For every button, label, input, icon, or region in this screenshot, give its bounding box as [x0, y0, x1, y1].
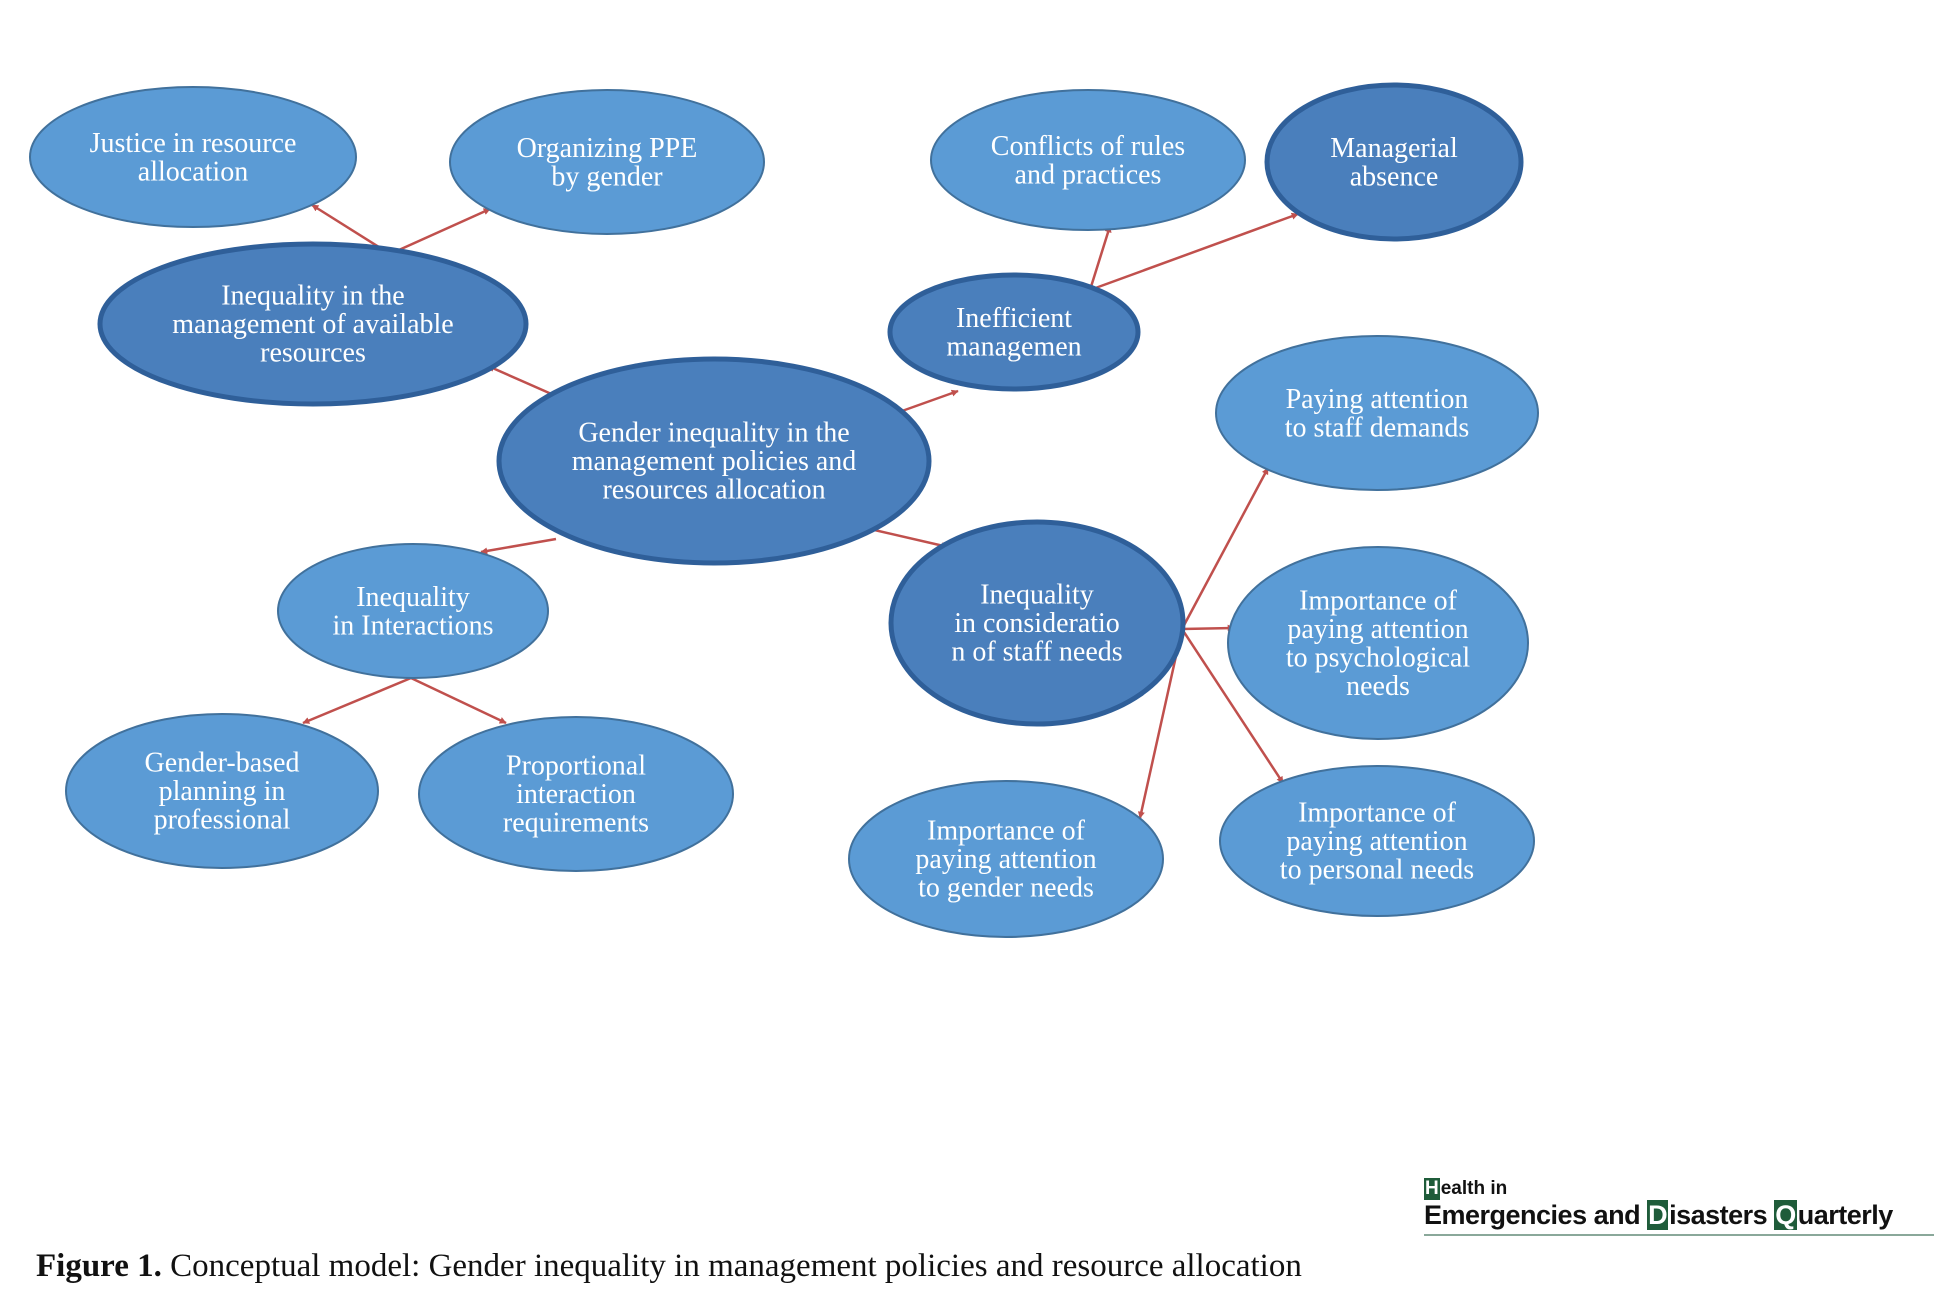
logo-rule	[1424, 1234, 1934, 1236]
arrow-staffneeds-to-psych	[1181, 624, 1235, 632]
node-proportional-label-line: Proportional	[506, 751, 646, 782]
arrow-interactions-to-proportional	[410, 676, 507, 725]
node-conflicts-shape	[930, 89, 1246, 231]
node-gender-shape	[848, 780, 1164, 938]
node-gender-label-line: paying attention	[915, 844, 1096, 875]
arrow-resources-to-ppe	[389, 207, 491, 256]
node-absence-label-line: absence	[1350, 161, 1439, 192]
node-planning-label-line: Gender-based	[145, 748, 300, 779]
node-interactions-label-line: in Interactions	[333, 610, 494, 641]
node-psych-shape	[1227, 546, 1529, 740]
arrow-inefficient-to-absence	[1089, 212, 1299, 292]
node-center-label-line: Gender inequality in the	[578, 418, 849, 449]
node-demands-label-line: Paying attention	[1286, 384, 1469, 415]
node-inefficient-label-line: Inefficient	[956, 303, 1072, 334]
node-demands-label-line: to staff demands	[1285, 412, 1470, 443]
node-staffneeds-shape	[888, 519, 1186, 727]
node-inefficient-label-line: managemen	[946, 331, 1081, 362]
node-ppe-label-line: Organizing PPE	[517, 133, 698, 164]
node-staffneeds-label-line: in consideratio	[954, 608, 1120, 639]
node-personal-label-line: Importance of	[1298, 798, 1456, 829]
node-demands-shape	[1215, 335, 1539, 491]
figure-caption: Figure 1. Conceptual model: Gender inequ…	[36, 1248, 1302, 1285]
edges-layer	[302, 203, 1299, 819]
node-justice-shape	[29, 86, 357, 228]
node-center-label-line: management policies and	[572, 446, 857, 477]
node-conflicts-label-line: and practices	[1015, 159, 1162, 190]
node-proportional-shape	[418, 716, 734, 872]
node-planning-label-line: planning in	[159, 776, 286, 807]
logo-text-c: uarterly	[1797, 1200, 1894, 1230]
node-interactions-shape	[277, 543, 549, 679]
node-resources-label-line: Inequality in the	[221, 281, 405, 312]
logo-line-2: Emergencies and Disasters Quarterly	[1424, 1200, 1934, 1230]
node-proportional-label-line: interaction	[516, 779, 636, 810]
node-psych-label-line: paying attention	[1287, 614, 1468, 645]
node-personal-label-line: paying attention	[1286, 826, 1467, 857]
arrow-center-to-staffneeds	[869, 527, 949, 549]
node-ppe-label-line: by gender	[551, 161, 663, 192]
logo-text-b: isasters	[1669, 1200, 1775, 1230]
arrow-center-to-inefficient	[901, 389, 959, 413]
node-resources-label-line: resources	[260, 338, 366, 369]
logo-cap-d: D	[1647, 1200, 1669, 1230]
node-resources-shape	[97, 241, 529, 407]
node-staffneeds-label-line: n of staff needs	[951, 637, 1122, 668]
node-center-label-line: resources allocation	[602, 475, 825, 506]
figure-label: Figure 1.	[36, 1248, 162, 1284]
node-psych-label-line: Importance of	[1299, 585, 1457, 616]
node-psych-label-line: to psychological	[1286, 642, 1471, 673]
logo-line-1-rest: ealth in	[1440, 1178, 1508, 1199]
node-proportional-label-line: requirements	[503, 808, 649, 839]
figure-caption-text: Conceptual model: Gender inequality in m…	[170, 1248, 1302, 1284]
node-center-shape	[496, 356, 932, 566]
node-inefficient-shape	[887, 272, 1141, 392]
logo-text-a: Emergencies and	[1424, 1200, 1648, 1230]
arrow-staffneeds-to-demands	[1180, 467, 1270, 630]
node-psych-label-line: needs	[1346, 671, 1410, 702]
node-gender-label-line: Importance of	[927, 816, 1085, 847]
node-planning-shape	[65, 713, 379, 869]
node-resources-label-line: management of available	[172, 309, 453, 340]
arrow-interactions-to-planning	[302, 676, 412, 725]
node-planning-label-line: professional	[154, 805, 291, 836]
node-justice-label-line: Justice in resource	[90, 128, 297, 159]
node-interactions-label-line: Inequality	[356, 582, 470, 613]
node-personal-label-line: to personal needs	[1280, 855, 1474, 886]
node-gender-label-line: to gender needs	[918, 873, 1094, 904]
node-absence-shape	[1264, 82, 1524, 242]
logo-cap-q: Q	[1774, 1200, 1797, 1230]
arrow-center-to-interactions	[480, 537, 557, 555]
arrow-center-to-resources	[487, 364, 557, 398]
node-conflicts-label-line: Conflicts of rules	[991, 131, 1185, 162]
arrow-inefficient-to-conflicts	[1088, 225, 1112, 291]
logo-cap-h: H	[1424, 1178, 1440, 1200]
arrow-staffneeds-to-personal	[1180, 628, 1285, 784]
node-absence-label-line: Managerial	[1330, 133, 1458, 164]
node-ppe-shape	[449, 89, 765, 235]
node-justice-label-line: allocation	[138, 156, 248, 187]
node-staffneeds-label-line: Inequality	[980, 580, 1094, 611]
node-personal-shape	[1219, 765, 1535, 917]
